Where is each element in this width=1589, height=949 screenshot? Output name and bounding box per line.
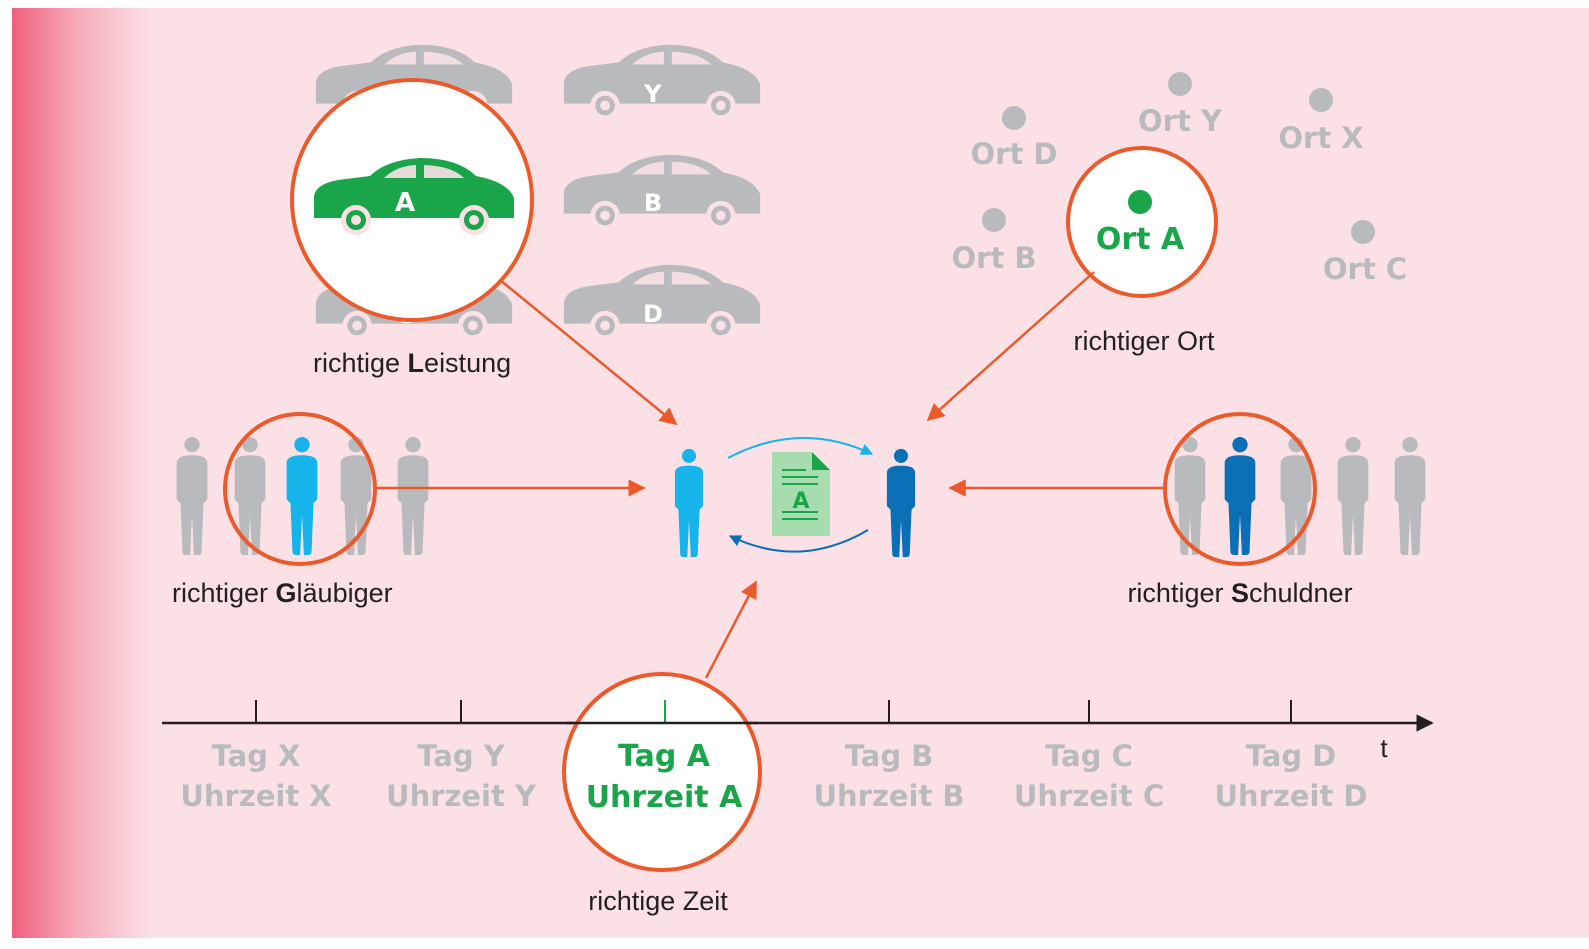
car-label: B <box>644 189 662 217</box>
exchange-arrow <box>728 529 869 553</box>
location-label: Ort X <box>1278 121 1363 155</box>
time-axis-label: t <box>1380 733 1388 763</box>
tick-time-label: Uhrzeit X <box>180 779 331 813</box>
location-dot-icon <box>1002 106 1026 130</box>
left-color-band <box>12 8 152 938</box>
location-label: Ort D <box>971 137 1058 171</box>
car-label: Y <box>643 80 662 108</box>
contract-parties: A <box>674 436 916 558</box>
selected-location-label: Ort A <box>1096 222 1185 257</box>
schuldner-label: richtiger Schuldner <box>1127 578 1352 608</box>
location-dot-icon <box>1351 220 1375 244</box>
arrow-ort <box>926 271 1095 422</box>
car-label-selected: A <box>395 188 415 218</box>
tick-day-label: Tag X <box>212 739 301 773</box>
location-dot-icon <box>982 208 1006 232</box>
tick-day-label: Tag Y <box>417 739 505 773</box>
location-dot-icon <box>1128 190 1152 214</box>
document-icon: A <box>772 452 830 536</box>
selected-location-highlight: Ort A <box>1066 146 1218 298</box>
exchange-arrow <box>727 436 874 459</box>
tick-day-label: Tag B <box>845 739 934 773</box>
selected-day-label: Tag A <box>618 739 711 774</box>
car-label: D <box>643 300 663 328</box>
timeline: t Tag X Uhrzeit X Tag Y Uhrzeit Y Tag B … <box>162 672 1434 872</box>
location-label: Ort Y <box>1138 104 1223 138</box>
location-label: Ort C <box>1323 252 1407 286</box>
tick-time-label: Uhrzeit C <box>1014 779 1164 813</box>
arrow-zeit <box>704 580 758 679</box>
location-dot-icon <box>1168 72 1192 96</box>
ort-label: richtiger Ort <box>1073 326 1215 356</box>
car-icon: A <box>314 158 514 235</box>
car-icon: D <box>563 264 761 341</box>
leistung-label: richtige Leistung <box>313 348 511 378</box>
car-icon: B <box>563 154 761 231</box>
tick-time-label: Uhrzeit D <box>1214 779 1367 813</box>
document-label: A <box>792 489 809 514</box>
tick-day-label: Tag C <box>1045 739 1133 773</box>
selected-time-highlight: Tag A Uhrzeit A <box>562 672 762 872</box>
location-label: Ort B <box>951 241 1036 275</box>
tick-time-label: Uhrzeit B <box>813 779 964 813</box>
tick-day-label: Tag D <box>1246 739 1337 773</box>
location-dot-icon <box>1309 88 1333 112</box>
location-map: Ort D Ort Y Ort X Ort B Ort C <box>951 72 1407 286</box>
selected-time-label: Uhrzeit A <box>586 780 743 815</box>
selected-creditor-highlight <box>223 412 377 566</box>
selected-car-highlight: A <box>290 78 534 322</box>
relation-arrows <box>376 271 1166 679</box>
glaeubiger-label: richtiger Gläubiger <box>172 578 393 608</box>
arrow-leistung <box>499 279 678 426</box>
tick-time-label: Uhrzeit Y <box>386 779 537 813</box>
zeit-label: richtige Zeit <box>588 886 728 916</box>
car-icon: Y <box>563 44 761 121</box>
